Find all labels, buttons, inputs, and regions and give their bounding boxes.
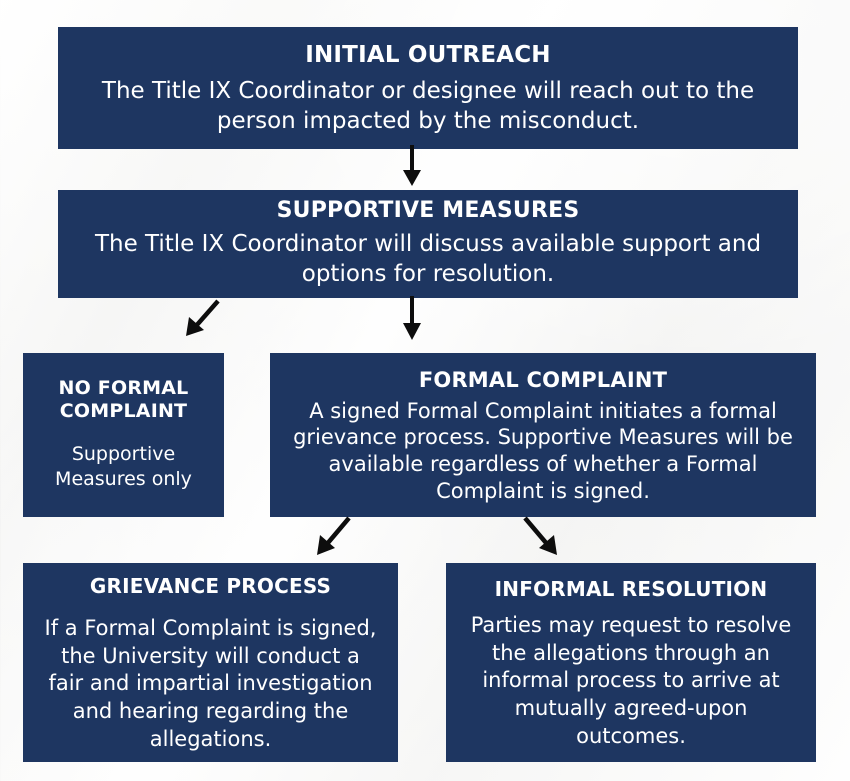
node-supportive-measures-body: The Title IX Coordinator will discuss av… xyxy=(94,231,762,287)
node-informal-resolution: INFORMAL RESOLUTION Parties may request … xyxy=(446,563,816,762)
node-initial-outreach-title: INITIAL OUTREACH xyxy=(305,41,551,68)
node-supportive-measures-title: SUPPORTIVE MEASURES xyxy=(276,198,580,224)
node-formal-complaint-title: FORMAL COMPLAINT xyxy=(418,367,668,392)
arrow-down-icon xyxy=(403,296,421,340)
node-formal-complaint-body: A signed Formal Complaint initiates a fo… xyxy=(293,398,793,503)
arrow-down-icon xyxy=(403,145,421,186)
node-no-formal-complaint: NO FORMAL COMPLAINT Supportive Measures … xyxy=(23,353,224,517)
node-grievance-process: GRIEVANCE PROCESS If a Formal Complaint … xyxy=(23,563,398,762)
arrow-down-left-icon xyxy=(186,299,220,336)
node-initial-outreach-body: The Title IX Coordinator or designee wil… xyxy=(101,77,755,134)
arrow-down-right-icon xyxy=(523,516,557,555)
node-informal-resolution-body: Parties may request to resolve the alleg… xyxy=(470,613,792,748)
node-grievance-process-title: GRIEVANCE PROCESS xyxy=(89,574,332,599)
node-informal-resolution-title: INFORMAL RESOLUTION xyxy=(494,577,768,602)
node-supportive-measures: SUPPORTIVE MEASURES The Title IX Coordin… xyxy=(58,190,798,298)
node-formal-complaint: FORMAL COMPLAINT A signed Formal Complai… xyxy=(270,353,816,517)
node-no-formal-complaint-body: Supportive Measures only xyxy=(55,442,192,491)
node-no-formal-complaint-title: NO FORMAL COMPLAINT xyxy=(58,377,189,423)
arrow-down-left-icon xyxy=(317,516,351,555)
node-grievance-process-body: If a Formal Complaint is signed, the Uni… xyxy=(44,616,377,751)
node-initial-outreach: INITIAL OUTREACH The Title IX Coordinato… xyxy=(58,27,798,149)
